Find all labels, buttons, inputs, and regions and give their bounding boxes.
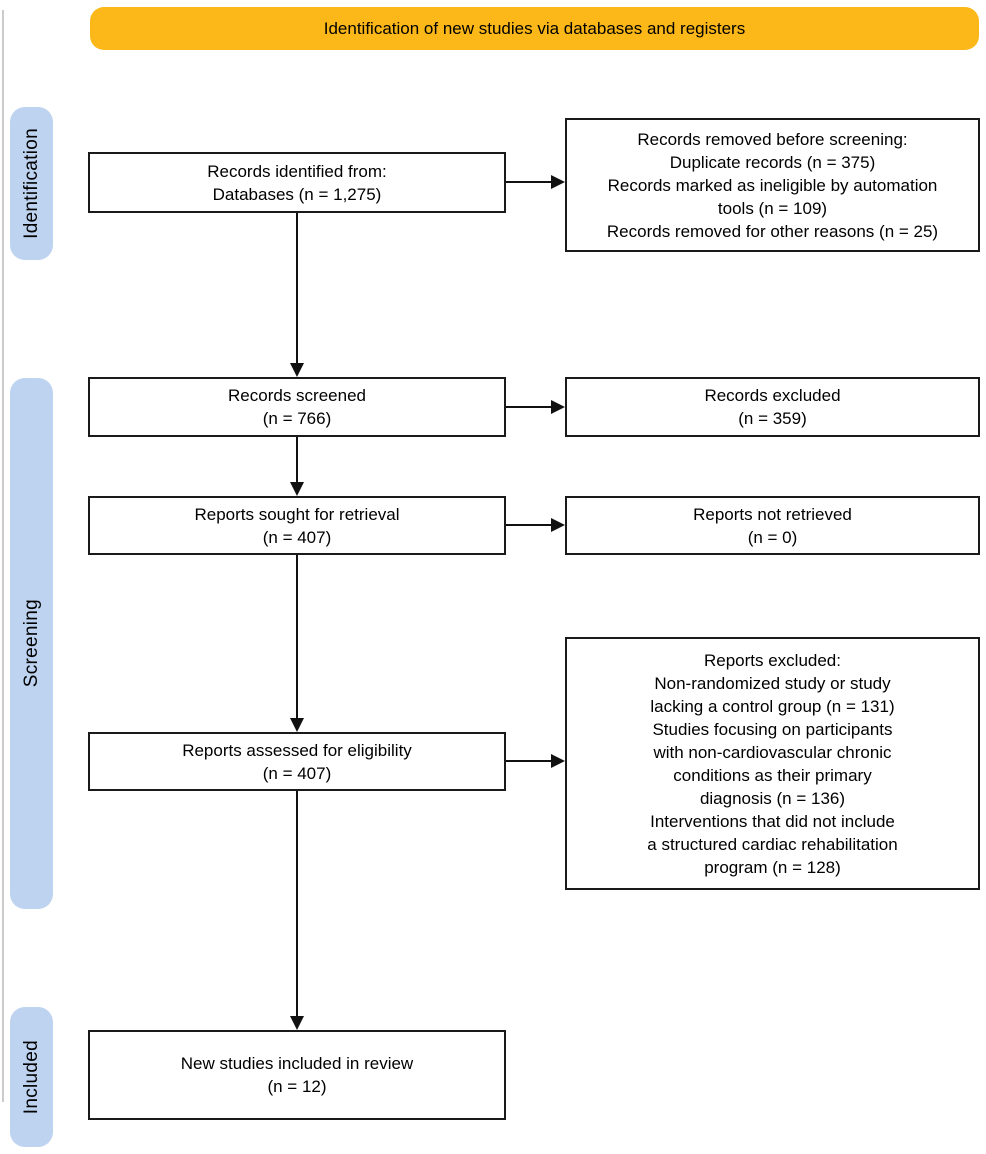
arrow-identified-to-screened-head xyxy=(290,363,304,377)
stage-label-included: Included xyxy=(20,1039,42,1115)
reports-excluded-box: Reports excluded: Non-randomized study o… xyxy=(565,637,980,890)
banner: Identification of new studies via databa… xyxy=(90,7,979,50)
banner-label: Identification of new studies via databa… xyxy=(323,18,746,38)
records-removed-box: Records removed before screening: Duplic… xyxy=(565,118,980,252)
arrow-sought-to-assessed-shaft xyxy=(296,555,298,719)
reports-not-retrieved-box: Reports not retrieved (n = 0) xyxy=(565,496,980,555)
reports-sought-box: Reports sought for retrieval (n = 407) xyxy=(88,496,506,555)
arrow-screened-to-excluded-shaft xyxy=(506,406,552,408)
records-excluded-box: Records excluded (n = 359) xyxy=(565,377,980,437)
records-screened-box: Records screened (n = 766) xyxy=(88,377,506,437)
arrow-screened-to-sought-head xyxy=(290,482,304,496)
arrow-assessed-to-excluded-shaft xyxy=(506,760,552,762)
records-identified-box: Records identified from: Databases (n = … xyxy=(88,152,506,213)
arrow-sought-to-not-retrieved-head xyxy=(551,518,565,532)
arrow-sought-to-not-retrieved-shaft xyxy=(506,524,552,526)
new-studies-included-box: New studies included in review (n = 12) xyxy=(88,1030,506,1120)
arrow-screened-to-sought-shaft xyxy=(296,437,298,483)
arrow-sought-to-assessed-head xyxy=(290,718,304,732)
arrow-screened-to-excluded-head xyxy=(551,400,565,414)
stage-pill-included: Included xyxy=(10,1007,53,1147)
arrow-assessed-to-included-head xyxy=(290,1016,304,1030)
reports-assessed-box: Reports assessed for eligibility (n = 40… xyxy=(88,732,506,791)
arrow-identified-to-removed-shaft xyxy=(506,181,552,183)
arrow-identified-to-removed-head xyxy=(551,175,565,189)
stage-label-identification: Identification xyxy=(20,128,42,239)
stage-label-screening: Screening xyxy=(20,599,42,688)
stage-pill-identification: Identification xyxy=(10,107,53,260)
stage-pill-screening: Screening xyxy=(10,378,53,909)
arrow-assessed-to-included-shaft xyxy=(296,791,298,1017)
arrow-assessed-to-excluded-head xyxy=(551,754,565,768)
left-border-line xyxy=(2,10,4,1102)
arrow-identified-to-screened-shaft xyxy=(296,213,298,364)
